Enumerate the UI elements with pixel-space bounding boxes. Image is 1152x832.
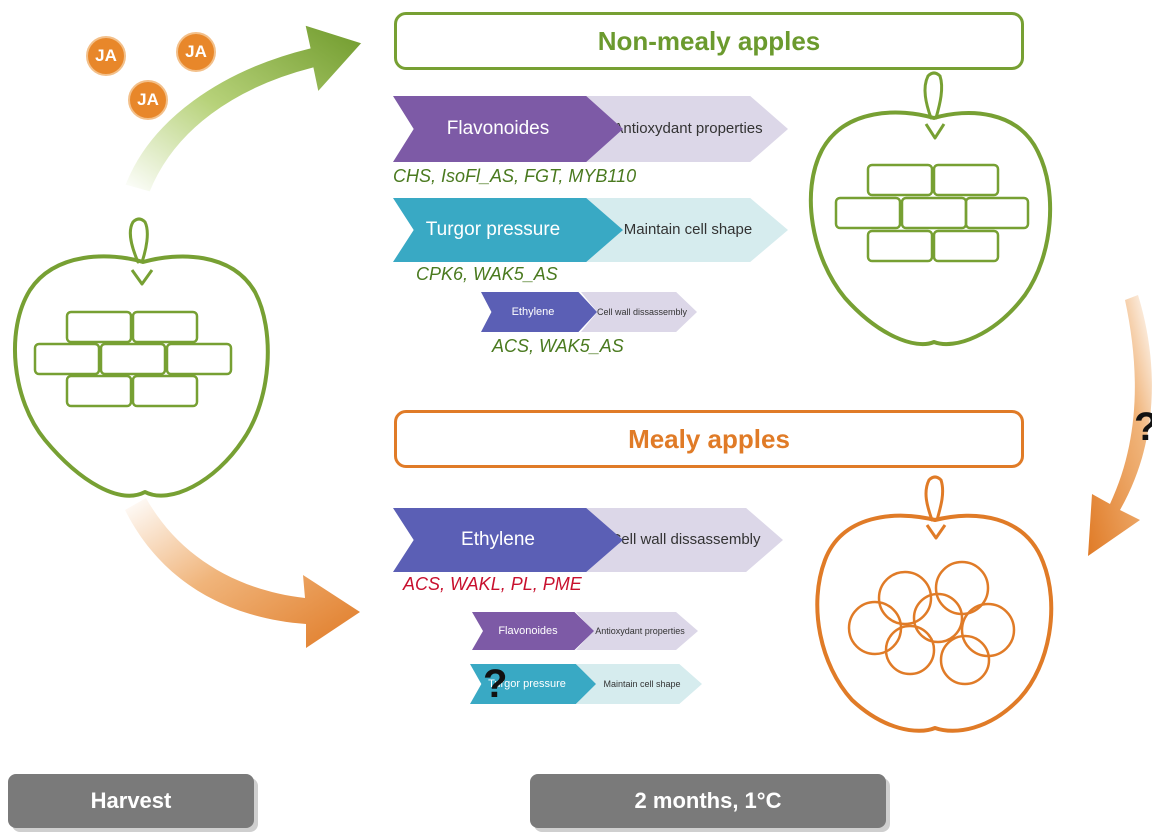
- non-mealy-flavonoides-genes: CHS, IsoFl_AS, FGT, MYB110: [393, 166, 637, 186]
- mealy-turgor-process: Maintain cell shape Turgor pressure: [470, 664, 702, 704]
- ja-molecule-1: JA: [86, 36, 126, 76]
- non-mealy-apple: [808, 71, 1053, 347]
- harvest-apple: [13, 217, 270, 498]
- arrow-to-mealy: [125, 498, 360, 648]
- non-mealy-ethylene-process: Cell wall dissassembly Ethylene: [481, 292, 697, 332]
- arrow-to-non-mealy: [124, 24, 363, 193]
- non-mealy-turgor-genes: CPK6, WAK5_AS: [416, 264, 558, 284]
- storage-label: 2 months, 1°C: [530, 774, 886, 828]
- flavonoides-chevron: Flavonoides: [393, 96, 623, 162]
- ja-molecule-3: JA: [128, 80, 168, 120]
- maintain-shape-effect: Maintain cell shape: [578, 198, 788, 262]
- arrow-non-mealy-to-mealy: [1088, 295, 1152, 556]
- cell-wall-effect: Cell wall dissassembly: [581, 292, 697, 332]
- non-mealy-flavonoides-process: Antioxydant properties Flavonoides: [393, 96, 788, 162]
- mealy-apple: [815, 475, 1054, 733]
- harvest-label: Harvest: [8, 774, 254, 828]
- turgor-chevron: Turgor pressure: [470, 664, 596, 704]
- non-mealy-ethylene-genes: ACS, WAK5_AS: [492, 336, 624, 356]
- antioxydant-effect: Antioxydant properties: [576, 612, 698, 650]
- maintain-shape-effect: Maintain cell shape: [576, 664, 702, 704]
- non-mealy-turgor-process: Maintain cell shape Turgor pressure: [393, 198, 788, 262]
- turgor-chevron: Turgor pressure: [393, 198, 623, 262]
- mealy-flavonoides-process: Antioxydant properties Flavonoides: [472, 612, 698, 650]
- mealy-ethylene-genes: ACS, WAKL, PL, PME: [403, 574, 582, 594]
- ja-molecule-2: JA: [176, 32, 216, 72]
- turgor-question-mark: ?: [483, 662, 508, 706]
- ethylene-chevron: Ethylene: [481, 292, 597, 332]
- mealy-banner: Mealy apples: [394, 410, 1024, 468]
- flavonoides-chevron: Flavonoides: [472, 612, 594, 650]
- non-mealy-banner: Non-mealy apples: [394, 12, 1024, 70]
- transition-question-mark: ?: [1134, 404, 1152, 450]
- mealy-ethylene-process: Cell wall dissassembly Ethylene: [393, 508, 783, 572]
- ethylene-chevron: Ethylene: [393, 508, 623, 572]
